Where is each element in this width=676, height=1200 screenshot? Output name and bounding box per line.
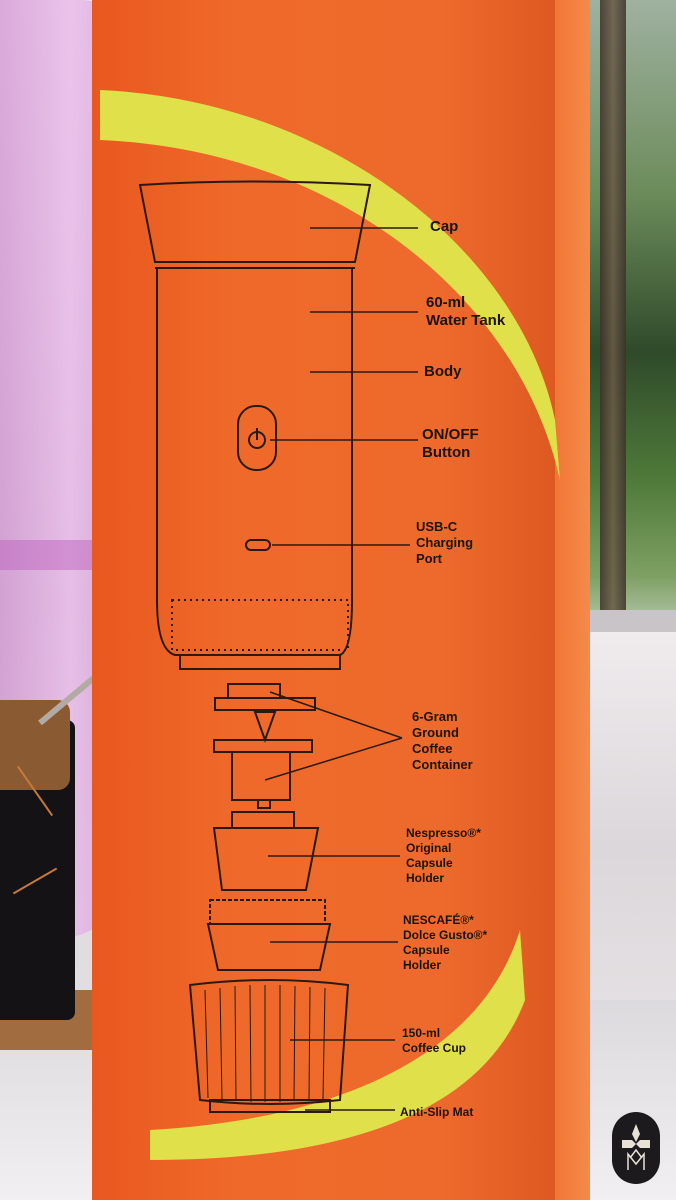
label-coffee-cup: 150-ml Coffee Cup: [402, 1026, 466, 1055]
label-anti-slip-mat: Anti-Slip Mat: [400, 1105, 474, 1119]
label-body: Body: [424, 363, 462, 380]
cap-shape: [138, 180, 372, 263]
wooden-lid: [0, 700, 70, 790]
coffee-maker-drawing: [138, 180, 372, 1113]
watermark-logo: [612, 1112, 660, 1184]
container-body: [231, 751, 291, 801]
label-nespresso-holder: Nespresso®* Original Capsule Holder: [406, 826, 481, 885]
label-on-off-button: ON/OFF Button: [422, 426, 479, 461]
body-shape: [156, 268, 353, 656]
leader-lines: [264, 227, 418, 1111]
box-side-face: [555, 0, 590, 1200]
label-water-tank: 60-ml Water Tank: [426, 294, 506, 329]
grille: [171, 599, 349, 651]
usb-port-shape: [245, 539, 271, 551]
nespresso-holder-shape: [212, 827, 320, 891]
tree-trunk: [600, 0, 626, 620]
power-button-shape: [237, 405, 277, 471]
dolce-gusto-holder-shape: [206, 923, 332, 971]
anti-slip-mat-shape: [209, 1099, 331, 1113]
label-dolce-gusto-holder: NESCAFÉ®* Dolce Gusto®* Capsule Holder: [403, 913, 488, 972]
label-ground-coffee-container: 6-Gram Ground Coffee Container: [412, 709, 473, 772]
body-base: [179, 654, 341, 670]
container-top: [227, 683, 281, 699]
watermark-icon: [622, 1124, 650, 1170]
label-cap: Cap: [430, 218, 459, 235]
yellow-swoosh-top: [100, 90, 560, 480]
yellow-swoosh-bottom: [150, 930, 525, 1160]
coffee-cup-shape: [188, 979, 350, 1105]
label-usb-c-port: USB-C Charging Port: [416, 519, 474, 566]
